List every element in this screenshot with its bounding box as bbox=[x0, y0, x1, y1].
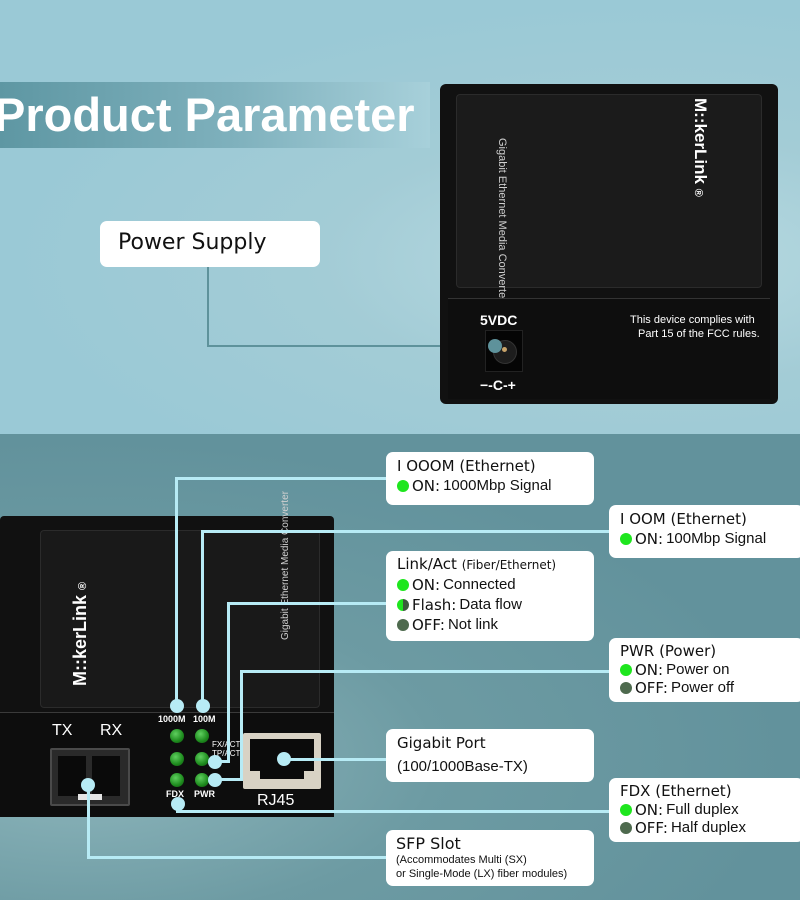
callout-gigabit-title: Gigabit Port bbox=[397, 734, 486, 752]
power-jack-marker bbox=[488, 339, 502, 353]
callout-100m-title: I OOM (Ethernet) bbox=[620, 510, 747, 528]
connector-link bbox=[227, 602, 387, 605]
led-100m-label: 100M bbox=[193, 714, 216, 724]
polarity-symbol: −-C-+ bbox=[480, 377, 516, 393]
led-1000m bbox=[170, 729, 184, 743]
callout-fdx-title: FDX (Ethernet) bbox=[620, 782, 732, 800]
connector-pwr bbox=[240, 670, 609, 673]
led-on-icon bbox=[620, 664, 632, 676]
tx-label: TX bbox=[52, 722, 73, 739]
callout-gigabit-subtitle: (100/1000Base-TX) bbox=[397, 758, 528, 775]
power-device: M::kerLink ® Gigabit Ethernet Media Conv… bbox=[440, 84, 778, 404]
rx-label: RX bbox=[100, 722, 123, 739]
callout-100m: I OOM (Ethernet) ON:100Mbp Signal bbox=[609, 505, 800, 558]
led-off-icon bbox=[397, 619, 409, 631]
port-label: 5VDC bbox=[480, 312, 518, 328]
led-fx-act bbox=[170, 752, 184, 766]
led-off-icon bbox=[620, 822, 632, 834]
callout-pwr: PWR (Power) ON:Power on OFF:Power off bbox=[609, 638, 800, 702]
led-fdx bbox=[170, 773, 184, 787]
led-on-icon bbox=[620, 533, 632, 545]
converter-brand: M::kerLink ® bbox=[70, 581, 90, 686]
led-on-icon bbox=[397, 579, 409, 591]
connector-gigabit bbox=[290, 758, 387, 761]
callout-sfp-title: SFP Slot bbox=[396, 834, 461, 853]
power-supply-label: Power Supply bbox=[118, 230, 267, 255]
converter-lid bbox=[40, 530, 320, 708]
callout-link-line-flash: Flash:Data flow bbox=[397, 595, 594, 615]
connector-node-100m bbox=[196, 699, 210, 713]
callout-1000m: I OOOM (Ethernet) ON:1000Mbp Signal bbox=[386, 452, 594, 505]
callout-link-act: Link/Act (Fiber/Ethernet) ON:Connected F… bbox=[386, 551, 594, 641]
callout-link-line-off: OFF:Not link bbox=[397, 615, 594, 635]
rj45-label: RJ45 bbox=[257, 792, 295, 809]
sfp-slot bbox=[50, 748, 130, 806]
led-tp-act bbox=[195, 752, 209, 766]
converter-model-text: Gigabit Ethernet Media Converter bbox=[280, 491, 291, 640]
fx-act-label: FX/ACT bbox=[212, 740, 240, 749]
callout-gigabit-port: Gigabit Port (100/1000Base-TX) bbox=[386, 729, 594, 782]
connector-node-pwr bbox=[208, 773, 222, 787]
fdx-label: FDX bbox=[166, 789, 184, 799]
device-lid bbox=[456, 94, 762, 288]
connector-node-fdx bbox=[171, 797, 185, 811]
title-band bbox=[0, 82, 430, 148]
led-on-icon bbox=[397, 480, 409, 492]
page-title: Product Parameter bbox=[0, 88, 415, 141]
callout-fdx-line-on: ON:Full duplex bbox=[620, 801, 800, 819]
callout-sfp-line-2: or Single-Mode (LX) fiber modules) bbox=[396, 868, 568, 880]
callout-1000m-line: ON:1000Mbp Signal bbox=[397, 476, 594, 496]
fcc-line-1: This device complies with bbox=[630, 314, 755, 326]
power-connector-line bbox=[207, 267, 209, 347]
connector-node-gigabit bbox=[277, 752, 291, 766]
callout-100m-line: ON:100Mbp Signal bbox=[620, 529, 800, 549]
callout-link-line-on: ON:Connected bbox=[397, 575, 594, 595]
callout-sfp-slot: SFP Slot (Accommodates Multi (SX) or Sin… bbox=[386, 830, 594, 886]
callout-fdx: FDX (Ethernet) ON:Full duplex OFF:Half d… bbox=[609, 778, 800, 842]
device-brand: M::kerLink ® bbox=[691, 98, 710, 197]
callout-fdx-line-off: OFF:Half duplex bbox=[620, 819, 800, 837]
connector-link bbox=[227, 602, 230, 762]
callout-pwr-line-on: ON:Power on bbox=[620, 661, 800, 679]
connector-1000m bbox=[175, 477, 178, 702]
power-supply-callout: Power Supply bbox=[100, 221, 320, 267]
connector-pwr bbox=[214, 778, 243, 781]
led-pwr bbox=[195, 773, 209, 787]
connector-sfp bbox=[87, 856, 387, 859]
callout-pwr-line-off: OFF:Power off bbox=[620, 679, 800, 697]
led-100m bbox=[195, 729, 209, 743]
connector-node-1000m bbox=[170, 699, 184, 713]
callout-pwr-title: PWR (Power) bbox=[620, 642, 717, 660]
connector-100m bbox=[201, 530, 609, 533]
power-connector-line bbox=[207, 345, 497, 347]
tp-act-label: TP/ACT bbox=[212, 749, 240, 758]
led-on-icon bbox=[620, 804, 632, 816]
connector-node-sfp bbox=[81, 778, 95, 792]
connector-node-link bbox=[208, 755, 222, 769]
connector-100m bbox=[201, 530, 204, 702]
pwr-label: PWR bbox=[194, 789, 215, 799]
connector-pwr bbox=[240, 670, 243, 780]
callout-link-title: Link/Act (Fiber/Ethernet) bbox=[397, 555, 557, 573]
connector-1000m bbox=[175, 477, 387, 480]
device-model-text: Gigabit Ethernet Media Converter bbox=[496, 138, 508, 302]
led-flash-icon bbox=[397, 599, 409, 611]
fcc-line-2: Part 15 of the FCC rules. bbox=[638, 328, 760, 340]
connector-sfp bbox=[87, 784, 90, 858]
led-1000m-label: 1000M bbox=[158, 714, 186, 724]
connector-fdx bbox=[176, 810, 609, 813]
led-off-icon bbox=[620, 682, 632, 694]
callout-sfp-line-1: (Accommodates Multi (SX) bbox=[396, 854, 527, 866]
callout-1000m-title: I OOOM (Ethernet) bbox=[397, 457, 536, 475]
